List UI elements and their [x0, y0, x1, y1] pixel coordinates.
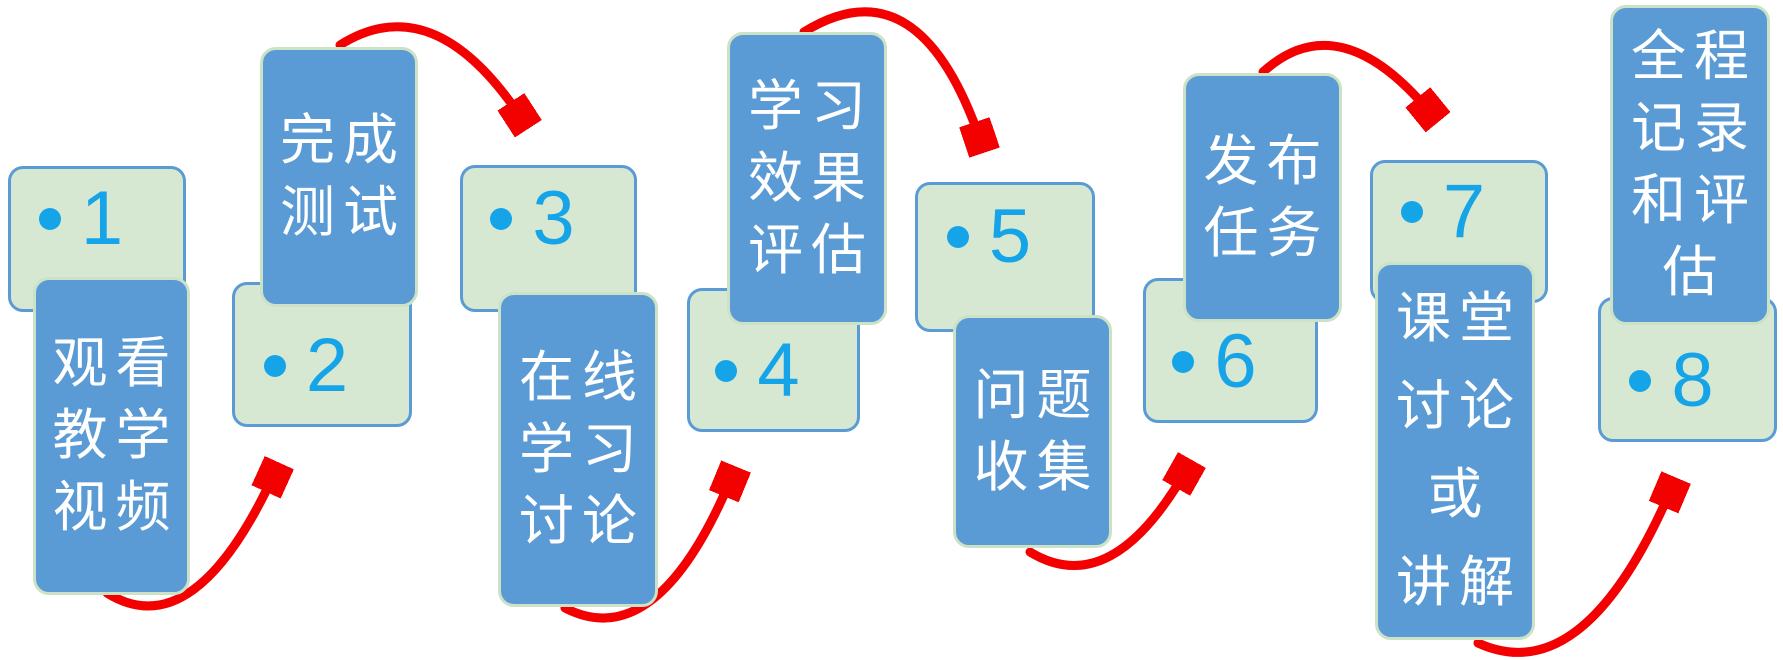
label-line: 效果 — [747, 147, 874, 209]
arrow-7-to-8 — [1473, 485, 1673, 657]
step-4-number: 4 — [757, 328, 800, 414]
arrow-1-to-2 — [102, 470, 276, 611]
step-5-label: 问题 收集 — [965, 360, 1099, 504]
step-3-label-card: 在线 学习 讨论 — [498, 292, 658, 607]
step-1-number: 1 — [80, 176, 124, 262]
arrow-4-to-5 — [799, 7, 982, 145]
label-line: 和评 — [1630, 170, 1757, 231]
step-6-label-card: 发布 任务 — [1183, 73, 1342, 322]
step-2-label: 完成 测试 — [272, 105, 406, 249]
step-2-number-row: 2 — [219, 322, 393, 408]
step-3-number-card: 3 — [460, 165, 637, 312]
step-5-label-card: 问题 收集 — [953, 315, 1112, 548]
step-4-number-row: 4 — [674, 333, 841, 409]
label-line: 或 — [1427, 464, 1491, 525]
label-line: 视频 — [52, 477, 179, 538]
bullet-icon — [715, 360, 738, 383]
step-6-number: 6 — [1214, 318, 1257, 404]
label-line: 问题 — [973, 364, 1100, 426]
label-line: 教学 — [52, 405, 179, 466]
step-1-label-card: 观看 教学 视频 — [33, 277, 190, 595]
bullet-icon — [1629, 369, 1652, 392]
bullet-icon — [38, 208, 61, 231]
step-3-number: 3 — [532, 175, 575, 261]
step-8-number-row: 8 — [1585, 337, 1758, 423]
bullet-icon — [1172, 350, 1195, 373]
label-line: 测试 — [279, 182, 406, 243]
step-2-label-card: 完成 测试 — [260, 47, 418, 307]
step-5-number-row: 5 — [902, 193, 1076, 279]
step-7-number: 7 — [1442, 169, 1486, 255]
bullet-icon — [1400, 201, 1423, 224]
label-line: 学习 — [747, 75, 874, 137]
label-line: 评估 — [747, 219, 874, 281]
step-5-number: 5 — [988, 193, 1032, 279]
label-line: 学习 — [518, 418, 645, 480]
label-line: 记录 — [1630, 98, 1757, 159]
step-5-number-card: 5 — [915, 182, 1095, 332]
step-4-label-card: 学习 效果 评估 — [727, 32, 887, 325]
arrow-2-to-3 — [335, 22, 524, 122]
step-6-label: 发布 任务 — [1195, 126, 1329, 270]
label-line: 讲解 — [1395, 552, 1522, 613]
label-line: 观看 — [52, 333, 179, 394]
step-1-number-row: 1 — [0, 181, 167, 257]
step-7-label: 课堂 讨论 或 讲解 — [1388, 275, 1522, 627]
label-line: 任务 — [1203, 202, 1330, 264]
step-7-number-row: 7 — [1357, 174, 1529, 250]
step-8-number: 8 — [1671, 337, 1714, 423]
label-line: 讨论 — [518, 490, 645, 552]
step-8-label: 全程 记录 和评 估 — [1623, 21, 1757, 309]
step-3-label: 在线 学习 讨论 — [511, 342, 645, 558]
label-line: 发布 — [1203, 130, 1330, 192]
step-6-number-row: 6 — [1130, 318, 1299, 404]
label-line: 课堂 — [1395, 288, 1522, 349]
step-2-number: 2 — [305, 322, 349, 408]
label-line: 讨论 — [1395, 376, 1522, 437]
bullet-icon — [490, 207, 513, 230]
step-3-number-row: 3 — [447, 175, 618, 261]
step-7-label-card: 课堂 讨论 或 讲解 — [1375, 262, 1535, 640]
step-4-label: 学习 效果 评估 — [740, 71, 874, 287]
label-line: 收集 — [973, 436, 1100, 498]
label-line: 全程 — [1630, 26, 1757, 87]
label-line: 估 — [1662, 242, 1726, 303]
label-line: 完成 — [279, 110, 406, 171]
arrow-6-to-7 — [1258, 40, 1433, 116]
step-8-label-card: 全程 记录 和评 估 — [1610, 5, 1770, 325]
arrow-5-to-6 — [1025, 467, 1188, 570]
bullet-icon — [263, 354, 286, 377]
bullet-icon — [946, 225, 969, 248]
step-1-label: 观看 教学 视频 — [44, 328, 178, 544]
label-line: 在线 — [518, 346, 645, 408]
